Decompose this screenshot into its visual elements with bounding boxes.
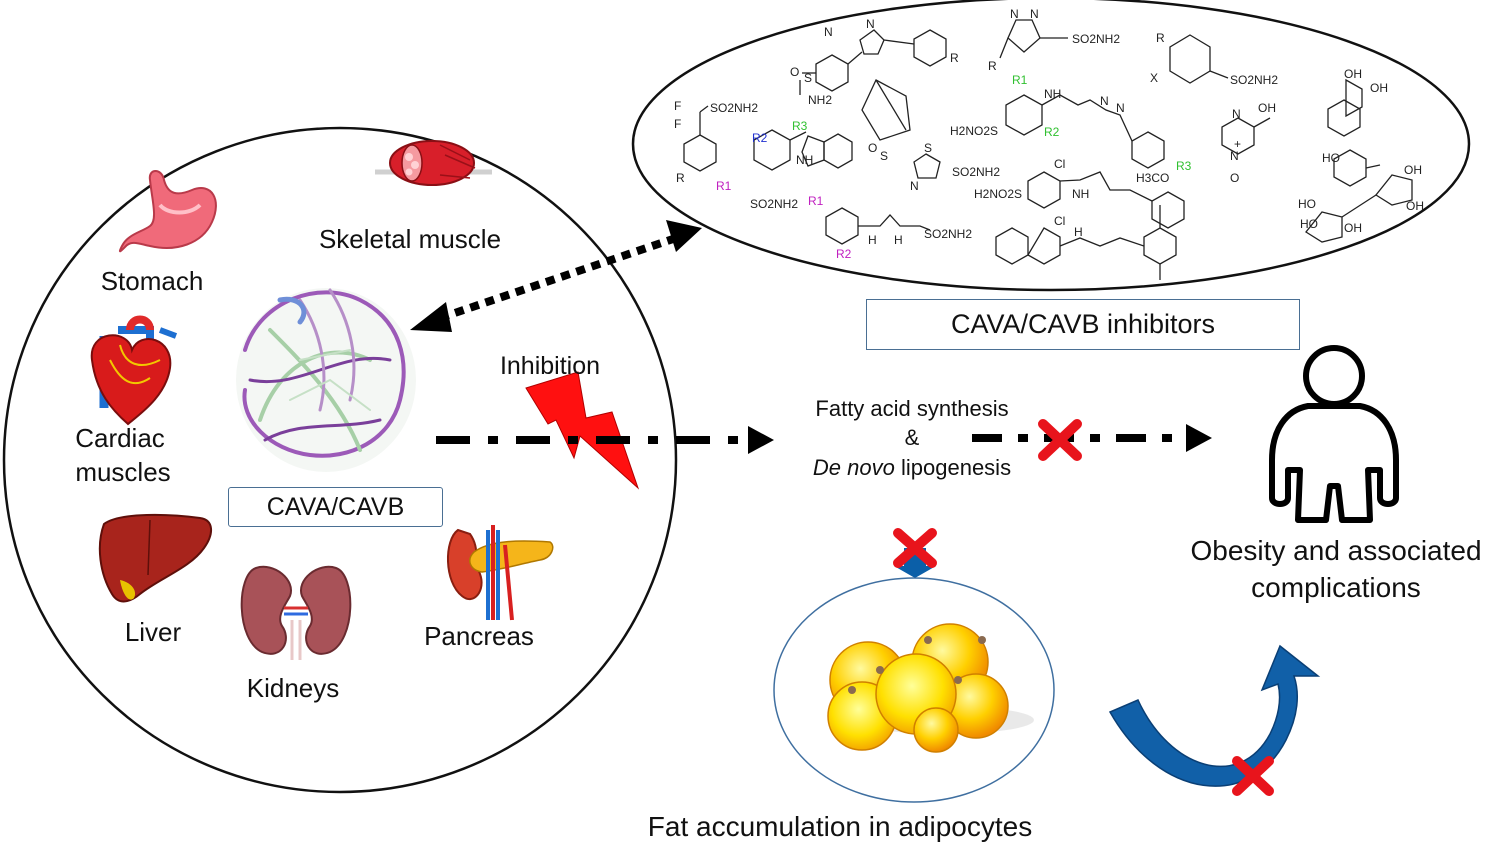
svg-text:R: R xyxy=(988,59,997,73)
svg-text:X: X xyxy=(1150,71,1158,85)
svg-text:S: S xyxy=(880,149,888,163)
svg-text:R3: R3 xyxy=(1176,159,1192,173)
svg-text:HO: HO xyxy=(1322,151,1340,165)
cardiac-label-line1: Cardiac xyxy=(75,423,165,453)
svg-text:NH: NH xyxy=(1072,187,1089,201)
skeletal-muscle-label: Skeletal muscle xyxy=(319,224,501,254)
svg-text:OH: OH xyxy=(1344,67,1362,81)
svg-text:SO2NH2: SO2NH2 xyxy=(924,227,972,241)
svg-text:N: N xyxy=(824,25,833,39)
svg-text:+: + xyxy=(1234,137,1241,151)
feedback-curve-arrow xyxy=(1108,644,1321,796)
enzyme-to-pathway-arrow xyxy=(436,426,774,454)
inhibition-label: Inhibition xyxy=(500,352,600,380)
svg-text:N: N xyxy=(1116,101,1125,115)
svg-text:H2NO2S: H2NO2S xyxy=(974,187,1022,201)
svg-text:H2NO2S: H2NO2S xyxy=(950,124,998,138)
enzyme-label: CAVA/CAVB xyxy=(266,492,405,521)
svg-text:R2: R2 xyxy=(1044,125,1060,139)
stomach-icon xyxy=(118,170,217,253)
kidneys-icon xyxy=(240,565,352,660)
svg-text:S: S xyxy=(924,141,932,155)
svg-text:OH: OH xyxy=(1404,163,1422,177)
pathway-line1: Fatty acid synthesis xyxy=(815,396,1008,421)
svg-text:OH: OH xyxy=(1370,81,1388,95)
svg-text:SO2NH2: SO2NH2 xyxy=(952,165,1000,179)
svg-text:Cl: Cl xyxy=(1054,214,1065,228)
inhibitors-label: CAVA/CAVB inhibitors xyxy=(950,309,1216,339)
person-icon xyxy=(1269,345,1399,523)
liver-icon xyxy=(98,513,212,603)
kidneys-label: Kidneys xyxy=(247,673,340,703)
svg-text:R2: R2 xyxy=(836,247,852,261)
liver-label: Liver xyxy=(125,617,182,647)
svg-text:Cl: Cl xyxy=(1054,157,1065,171)
stomach-label: Stomach xyxy=(101,266,204,296)
svg-text:N: N xyxy=(1030,7,1039,21)
protein-structure-icon xyxy=(236,288,416,472)
heart-icon xyxy=(90,315,178,426)
svg-text:HO: HO xyxy=(1300,217,1318,231)
svg-text:O: O xyxy=(790,65,799,79)
svg-text:OH: OH xyxy=(1258,101,1276,115)
svg-text:H3CO: H3CO xyxy=(1136,171,1169,185)
svg-text:N: N xyxy=(910,179,919,193)
lightning-icon xyxy=(525,371,640,490)
svg-text:OH: OH xyxy=(1344,221,1362,235)
outcome-line1: Obesity and associated xyxy=(1190,535,1481,566)
svg-text:SO2NH2: SO2NH2 xyxy=(1072,32,1120,46)
svg-text:N: N xyxy=(866,17,875,31)
svg-text:O: O xyxy=(1230,171,1239,185)
chemical-structures: N N R O S NH2 N N SO2NH2 R R X SO2NH2 F … xyxy=(674,7,1424,280)
svg-text:SO2NH2: SO2NH2 xyxy=(710,101,758,115)
pancreas-icon xyxy=(447,525,554,621)
svg-text:SO2NH2: SO2NH2 xyxy=(750,197,798,211)
inhibitors-label-box: CAVA/CAVB inhibitors xyxy=(866,299,1300,350)
svg-text:R: R xyxy=(1156,31,1165,45)
svg-text:R1: R1 xyxy=(1012,73,1028,87)
svg-text:H: H xyxy=(1074,225,1083,239)
svg-text:R1: R1 xyxy=(716,179,732,193)
enzyme-label-box: CAVA/CAVB xyxy=(228,487,443,527)
svg-text:N: N xyxy=(1230,149,1239,163)
svg-text:N: N xyxy=(1010,7,1019,21)
svg-text:R2: R2 xyxy=(752,131,768,145)
cardiac-label-line2: muscles xyxy=(75,457,170,487)
interaction-double-arrow xyxy=(410,220,702,332)
svg-text:HO: HO xyxy=(1298,197,1316,211)
pancreas-label: Pancreas xyxy=(424,621,534,651)
pathway-block-cross-icon xyxy=(1038,419,1082,461)
svg-text:NH: NH xyxy=(796,153,813,167)
svg-text:N: N xyxy=(1100,94,1109,108)
outcome-line2: complications xyxy=(1251,572,1421,603)
adipocyte-input-arrow xyxy=(893,528,937,578)
svg-text:H: H xyxy=(868,233,877,247)
svg-text:R: R xyxy=(676,171,685,185)
svg-text:NH2: NH2 xyxy=(808,93,832,107)
svg-text:R3: R3 xyxy=(792,119,808,133)
pathway-line2: & xyxy=(905,425,920,450)
svg-text:R: R xyxy=(950,51,959,65)
fat-droplets-icon xyxy=(827,623,1034,753)
svg-text:SO2NH2: SO2NH2 xyxy=(1230,73,1278,87)
fat-accumulation-label: Fat accumulation in adipocytes xyxy=(648,811,1032,842)
svg-text:H: H xyxy=(894,233,903,247)
svg-text:S: S xyxy=(804,71,812,85)
svg-text:O: O xyxy=(868,141,877,155)
svg-text:F: F xyxy=(674,99,681,113)
organ-circle xyxy=(2,126,678,794)
pathway-to-obesity-arrow xyxy=(972,424,1212,452)
svg-text:OH: OH xyxy=(1406,199,1424,213)
svg-text:N: N xyxy=(1232,107,1241,121)
pathway-line3: De novo lipogenesis xyxy=(813,455,1011,480)
skeletal-muscle-icon xyxy=(375,140,492,186)
svg-text:NH: NH xyxy=(1044,87,1061,101)
adipocyte-ellipse xyxy=(773,577,1055,803)
svg-text:R1: R1 xyxy=(808,194,824,208)
svg-text:F: F xyxy=(674,117,681,131)
inhibitors-ellipse xyxy=(631,0,1471,292)
